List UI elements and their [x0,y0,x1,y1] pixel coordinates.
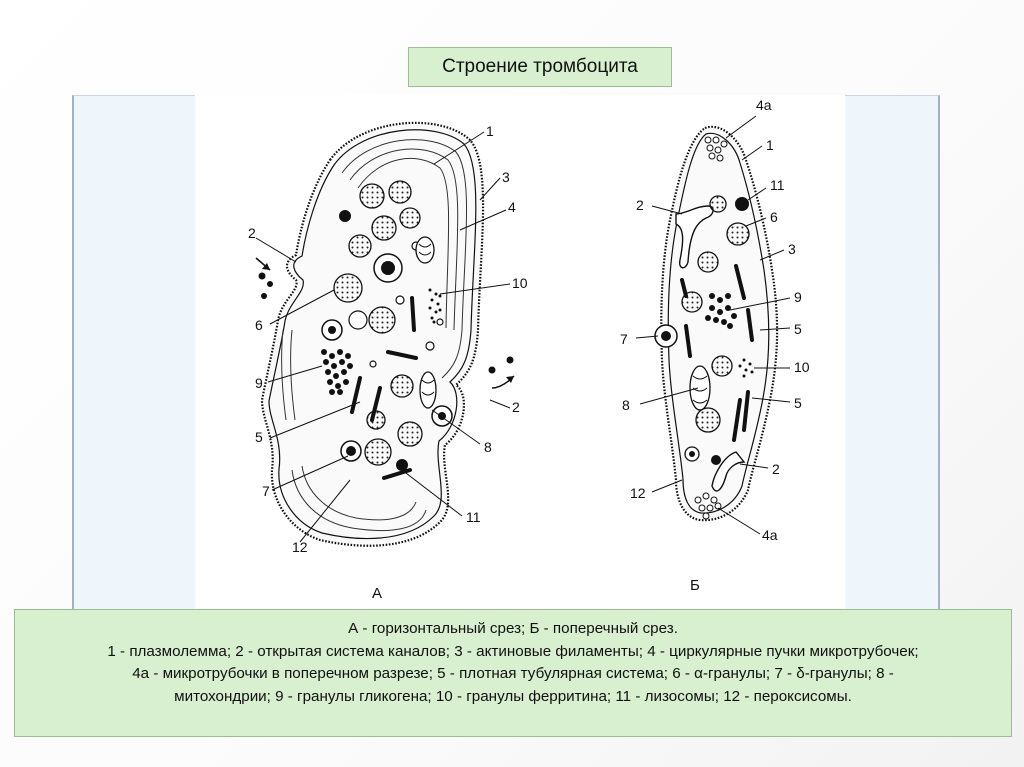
caption-line-4: митохондрии; 9 - гранулы гликогена; 10 -… [174,687,852,705]
label-a-8: 8 [484,439,492,455]
label-b-9: 9 [794,289,802,305]
label-a-12: 12 [292,539,308,555]
label-a-2: 2 [248,225,256,241]
label-b-8: 8 [622,397,630,413]
label-b-3: 3 [788,241,796,257]
label-a-4: 4 [508,199,516,215]
label-a-7: 7 [262,483,270,499]
sublabel-a: А [372,585,382,602]
label-b-4a-bottom: 4а [762,527,778,543]
label-b-5b: 5 [794,395,802,411]
platelet-a: 1 2 3 4 10 6 9 5 2 8 7 11 12 А [248,121,528,602]
label-a-1: 1 [486,123,494,139]
sublabel-b: Б [690,577,700,594]
label-a-2b: 2 [512,399,520,415]
label-b-1: 1 [766,137,774,153]
label-b-5: 5 [794,321,802,337]
label-a-6: 6 [255,317,263,333]
label-a-3: 3 [502,169,510,185]
caption-line-3: 4а - микротрубочки в поперечном разрезе;… [132,665,894,682]
label-b-2: 2 [636,197,644,213]
label-b-4a-top: 4а [756,97,772,113]
platelet-a-membrane [260,121,485,547]
slide-title: Строение тромбоцита [408,47,672,87]
label-b-12: 12 [630,485,646,501]
platelet-b: 4а 1 11 2 6 3 9 5 7 10 8 5 2 12 4а Б [620,97,810,594]
label-b-6: 6 [770,209,778,225]
caption-line-1: А - горизонтальный срез; Б - поперечный … [348,620,678,637]
label-b-10: 10 [794,359,810,375]
label-a-11: 11 [466,509,481,525]
label-b-2b: 2 [772,461,780,477]
label-a-9: 9 [255,375,263,391]
label-b-7: 7 [620,331,628,347]
caption-line-2: 1 - плазмолемма; 2 - открытая система ка… [107,642,919,660]
label-a-10: 10 [512,275,528,291]
caption-box: А - горизонтальный срез; Б - поперечный … [14,609,1012,737]
label-a-5: 5 [255,429,263,445]
label-b-11: 11 [770,177,785,193]
slide-title-text: Строение тромбоцита [442,56,638,77]
